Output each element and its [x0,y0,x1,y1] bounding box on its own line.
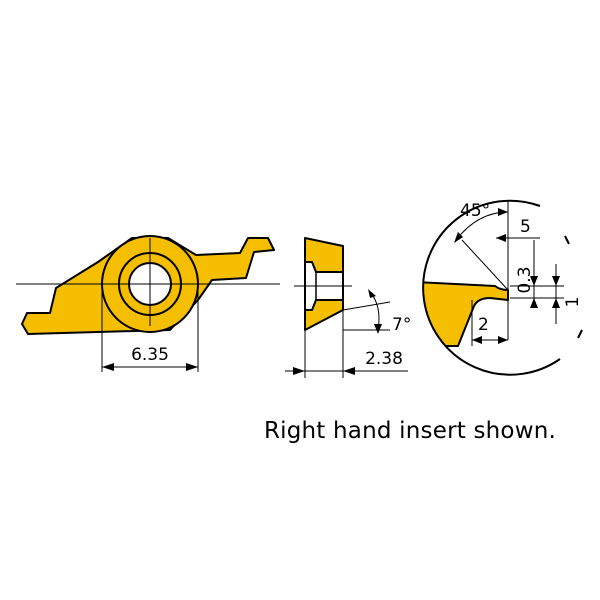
detail-circle-outline [422,199,561,376]
depth-arrow-bottom [552,298,560,308]
depth-arrow-top [552,276,560,286]
arrowhead-2-38-left [293,367,305,375]
dimension-label-5: 5 [520,217,531,237]
detail-circle-tick [564,235,570,245]
dimension-label-45deg: 45° [460,201,490,221]
arrowhead-left [102,363,114,371]
detail-view: 45° 5 0.3 1 2 [422,199,583,376]
dimension-label-7deg: 7° [392,315,411,335]
angle-arrow-7-top [368,289,376,298]
radius-arrow-bottom [530,298,538,308]
width-arrow-left [472,336,482,344]
angle-arrow-45-left [454,232,463,243]
angle-arrow-45-right [498,208,508,216]
dimension-label-2-38: 2.38 [365,349,403,369]
angle-arrow-5 [496,234,506,242]
angle-arrow-7-bottom [374,324,382,334]
arrowhead-right [186,363,198,371]
detail-insert-section [423,281,509,347]
dimension-label-6-35: 6.35 [131,345,169,365]
caption-text: Right hand insert shown. [263,418,556,444]
dimension-label-0-3: 0.3 [515,266,535,293]
width-arrow-right [498,336,508,344]
dimension-label-2: 2 [478,315,489,335]
dimension-label-1: 1 [563,297,583,308]
radius-arrow-top [530,276,538,286]
side-view: 7° 2.38 [285,237,411,378]
angle-flank-line [342,301,391,311]
detail-circle-tick-lower [577,329,583,339]
arrowhead-2-38-right [343,367,355,375]
top-view: 6.35 [16,235,280,372]
chamfer-line [461,239,509,291]
